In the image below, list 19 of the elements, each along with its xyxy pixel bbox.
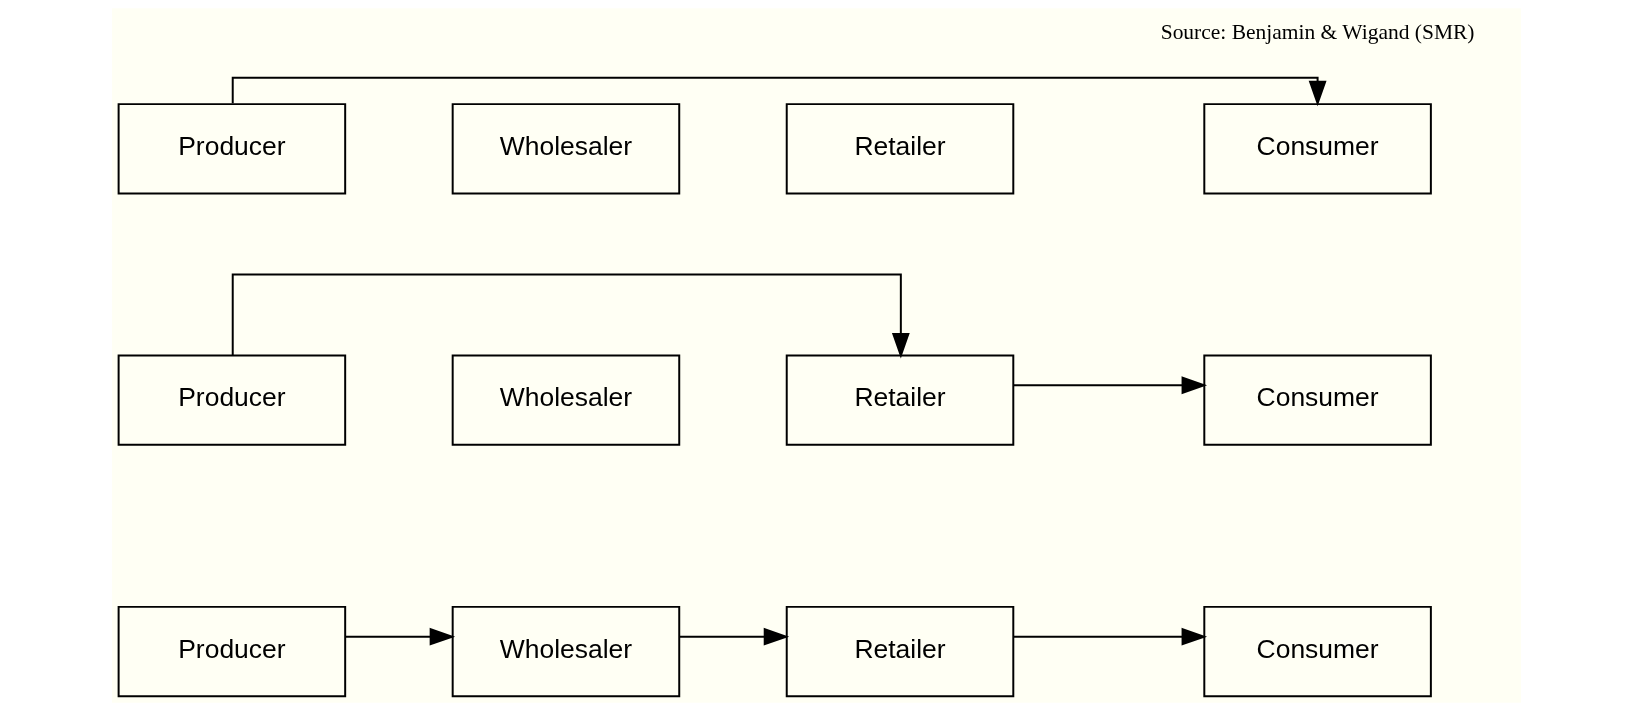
node-box: Producer — [117, 605, 346, 698]
arrow — [343, 627, 455, 646]
node-box: Wholesaler — [451, 354, 680, 446]
node-box: Retailer — [785, 354, 1014, 446]
label: Source: Benjamin & Wigand (SMR) — [1160, 19, 1474, 44]
node-box: Wholesaler — [451, 103, 680, 195]
node-box: Retailer — [785, 605, 1014, 698]
node-box: Consumer — [1202, 354, 1432, 446]
arrow — [231, 76, 1326, 107]
node-box: Producer — [117, 354, 346, 446]
node-box: Producer — [117, 103, 346, 195]
arrow — [231, 273, 910, 359]
node-box: Retailer — [785, 103, 1014, 195]
node-box: Wholesaler — [451, 605, 680, 698]
arrow — [1012, 627, 1207, 646]
node-box: Consumer — [1202, 103, 1432, 195]
arrow — [678, 627, 789, 646]
node-box: Consumer — [1202, 605, 1432, 698]
arrow — [1012, 376, 1207, 395]
